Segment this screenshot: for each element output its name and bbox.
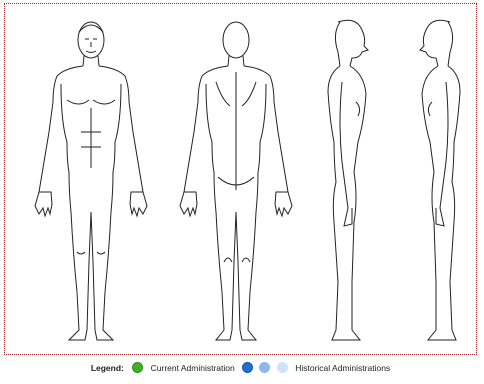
body-figure-side-left[interactable] <box>312 12 388 348</box>
legend: Legend: Current Administration Historica… <box>0 362 484 373</box>
current-administration-dot-icon <box>132 362 143 373</box>
legend-title: Legend: <box>91 363 124 373</box>
historical-administration-dot-icon <box>277 362 288 373</box>
body-figure-side-right[interactable] <box>400 12 476 348</box>
legend-current-label: Current Administration <box>151 363 235 373</box>
body-figure-front[interactable] <box>25 12 157 348</box>
historical-administration-dot-icon <box>242 362 253 373</box>
body-map-panel <box>4 3 477 355</box>
legend-historical-label: Historical Administrations <box>295 363 390 373</box>
body-figure-back[interactable] <box>170 12 302 348</box>
historical-administration-dot-icon <box>259 362 270 373</box>
